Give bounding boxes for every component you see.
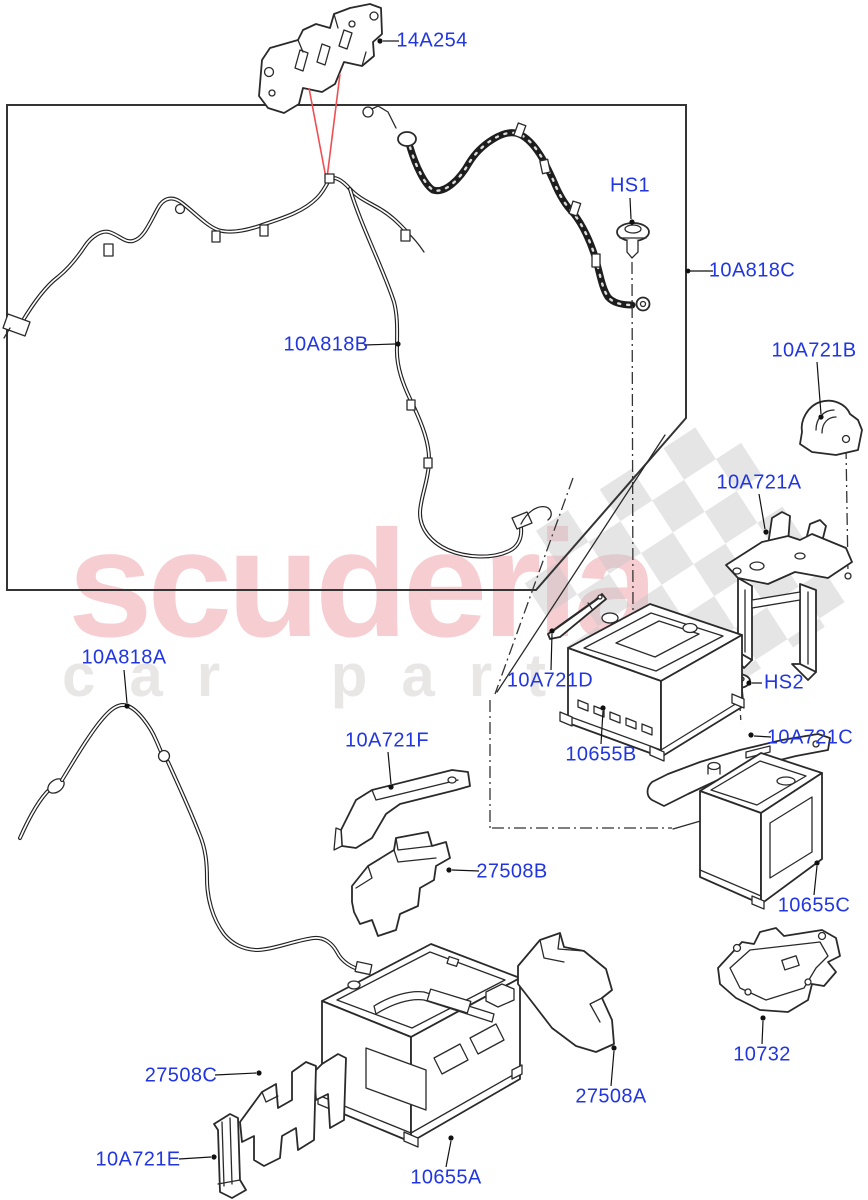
rod-10A721D-drawing [547, 593, 607, 640]
foam-27508B-drawing [351, 831, 451, 937]
part-label-10A721D: 10A721D [506, 669, 594, 692]
part-label-14A254: 14A254 [396, 29, 468, 52]
part-label-10A721C: 10A721C [766, 726, 854, 749]
shield-10A721E-drawing [213, 1113, 247, 1199]
cable-10A818C-drawing [362, 105, 651, 312]
part-label-10A818A: 10A818A [81, 646, 167, 669]
part-label-27508C: 27508C [144, 1064, 218, 1087]
part-label-10655A: 10655A [410, 1166, 482, 1189]
part-label-10A721A: 10A721A [716, 471, 802, 494]
clamp-10A721B-drawing [799, 399, 863, 456]
foam-27508C-drawing [239, 1053, 347, 1167]
part-label-10655C: 10655C [777, 894, 851, 917]
part-label-27508B: 27508B [476, 860, 548, 883]
frame-box [6, 104, 687, 591]
hs1-pushpin-icon [616, 222, 650, 259]
battery-10655A-drawing [317, 943, 523, 1148]
label-leaders [123, 38, 824, 1168]
part-label-10A818B: 10A818B [283, 333, 369, 356]
battery-10655C-drawing [699, 752, 823, 910]
part-label-10A721F: 10A721F [345, 729, 429, 752]
bracket-14A254-drawing [258, 3, 383, 114]
part-label-10A818C: 10A818C [708, 259, 796, 282]
part-label-HS1: HS1 [609, 174, 651, 197]
stand-10A721A-drawing [725, 511, 853, 681]
battery-10655B-drawing [559, 603, 745, 762]
part-label-10655B: 10655B [565, 743, 637, 766]
part-label-10A721E: 10A721E [95, 1148, 181, 1171]
part-label-10732: 10732 [733, 1043, 791, 1066]
part-label-HS2: HS2 [763, 671, 805, 694]
part-label-10A721B: 10A721B [771, 339, 857, 362]
part-label-27508A: 27508A [575, 1085, 647, 1108]
bracket-10A721F-drawing [333, 769, 471, 851]
wire-10A818A-drawing [18, 703, 373, 976]
red-locator-arrows [308, 73, 341, 179]
foam-27508A-drawing [517, 932, 615, 1053]
harness-10A818B-drawing [2, 173, 552, 559]
tray-10732-drawing [717, 927, 841, 1013]
